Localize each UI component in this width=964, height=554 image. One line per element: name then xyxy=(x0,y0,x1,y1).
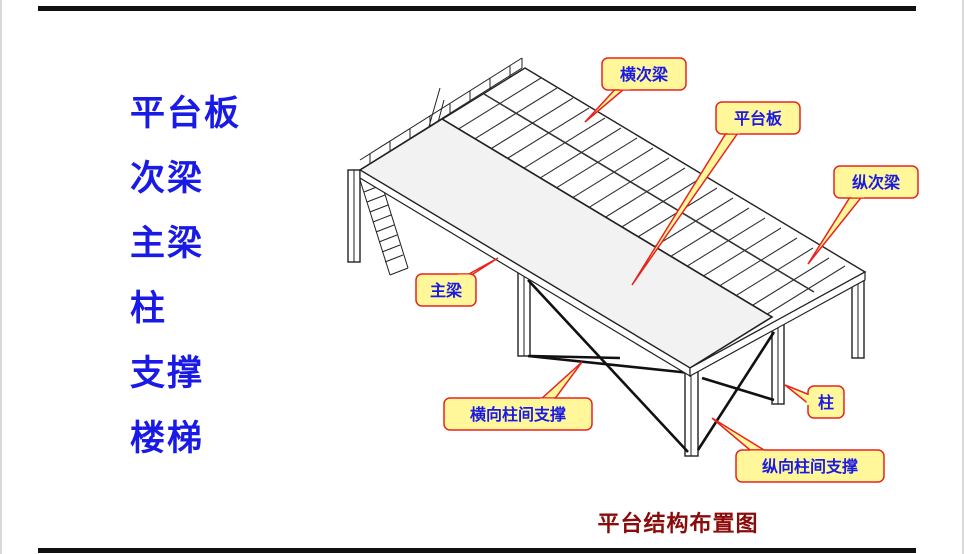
callout-label-transverse-secondary-beam: 横次梁 xyxy=(620,65,669,84)
callout-label-main-beam: 主梁 xyxy=(430,281,463,300)
transverse-bracing xyxy=(527,279,691,453)
term-stair: 楼梯 xyxy=(130,419,205,459)
callout-longitudinal-bracing: 纵向柱间支撑 xyxy=(711,417,885,483)
term-column: 柱 xyxy=(130,289,168,329)
longitudinal-bracing xyxy=(696,331,776,451)
callout-label-longitudinal-secondary-beam: 纵次梁 xyxy=(852,173,901,192)
page-border-right xyxy=(962,0,964,554)
callout-column: 柱 xyxy=(784,384,845,419)
bottom-rule xyxy=(38,548,916,553)
term-main-beam: 主梁 xyxy=(130,224,205,264)
platform-slab xyxy=(358,118,866,378)
callout-platform-slab: 平台板 xyxy=(631,101,801,286)
figure-caption: 平台结构布置图 xyxy=(597,512,759,537)
component-list: 平台板 次梁 主梁 柱 支撑 楼梯 xyxy=(130,92,241,482)
callout-transverse-bracing: 横向柱间支撑 xyxy=(443,361,593,431)
term-platform-slab: 平台板 xyxy=(130,94,242,134)
top-rule xyxy=(38,6,916,11)
callout-label-longitudinal-bracing: 纵向柱间支撑 xyxy=(762,457,858,476)
callout-longitudinal-secondary-beam: 纵次梁 xyxy=(807,165,919,265)
term-secondary-beam: 次梁 xyxy=(130,159,205,199)
callout-main-beam: 主梁 xyxy=(415,257,499,307)
page-border-left xyxy=(0,0,2,554)
platform-structure-drawing: 横次梁 平台板 纵次梁 主梁 柱 横向柱间支撑 纵向 xyxy=(347,57,919,483)
term-bracing: 支撑 xyxy=(130,354,205,394)
callout-transverse-secondary-beam: 横次梁 xyxy=(584,57,687,123)
callout-label-column: 柱 xyxy=(818,393,834,412)
callout-label-transverse-bracing: 横向柱间支撑 xyxy=(470,405,566,424)
callout-label-platform-slab: 平台板 xyxy=(734,109,783,128)
